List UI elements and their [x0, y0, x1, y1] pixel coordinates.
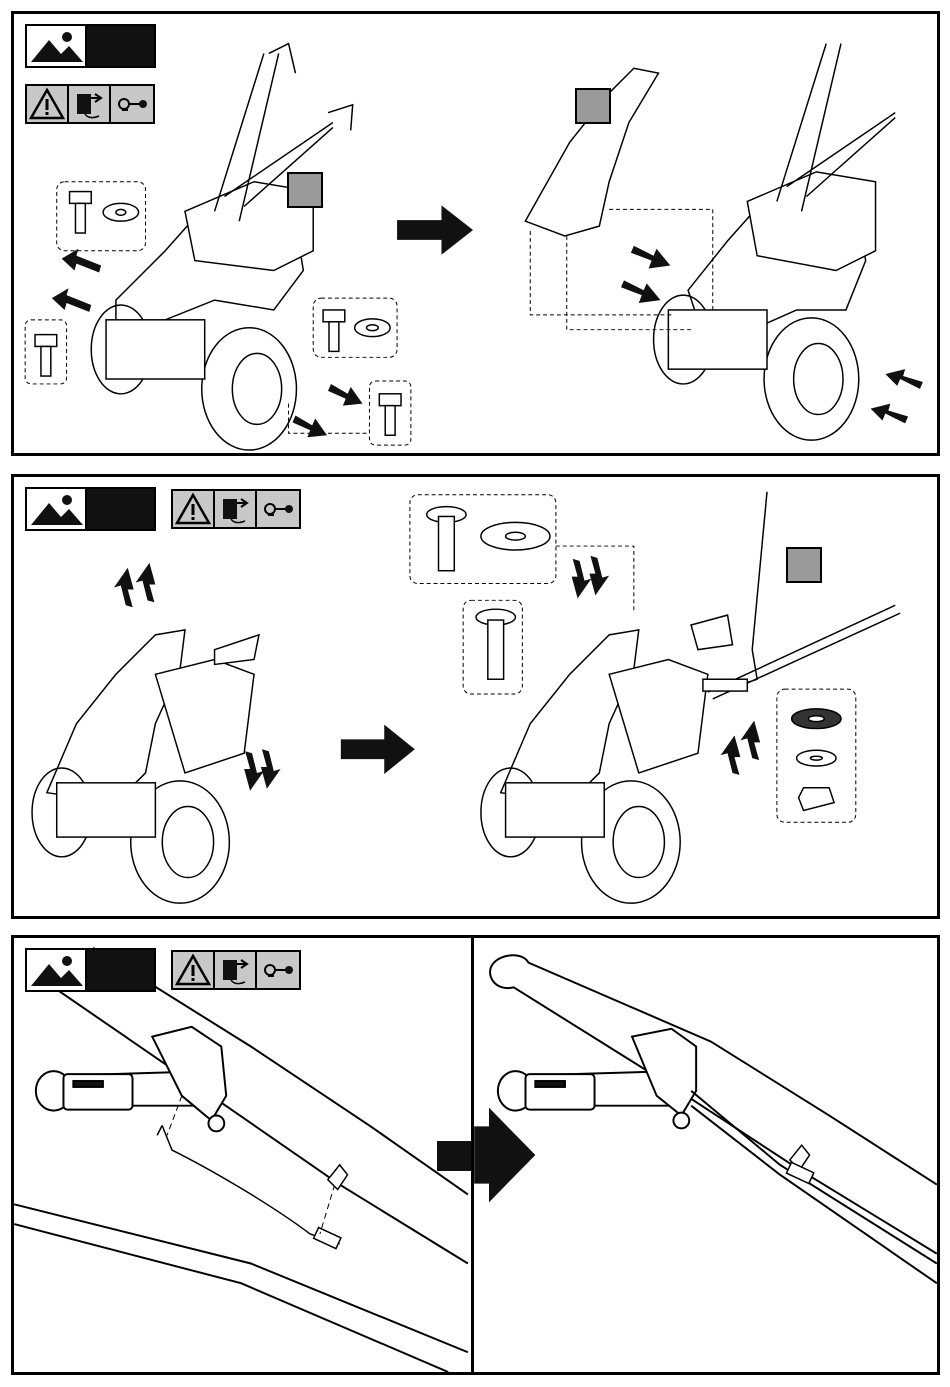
illustration-badge [25, 487, 156, 531]
warning-triangle-icon [173, 952, 215, 988]
cable-before-illustration [14, 938, 471, 1372]
step-1-panel [11, 11, 940, 456]
image-icon [27, 26, 87, 66]
callout-square [575, 88, 611, 124]
engine-off-icon [215, 952, 257, 988]
tiller-left-drawing [32, 630, 259, 903]
big-right-arrow-icon [397, 205, 473, 254]
handlebar-drawing [14, 948, 468, 1372]
engine-off-icon [69, 86, 111, 122]
illustration-badge [25, 24, 156, 68]
image-icon [27, 489, 87, 529]
handlebar-drawing [490, 955, 937, 1283]
step-2-illustration [14, 477, 937, 916]
big-right-arrow-icon [341, 725, 415, 774]
cable-clip-installed [786, 1145, 813, 1183]
cable-after-illustration [474, 938, 937, 1372]
step-3-after-panel [471, 935, 940, 1375]
callout-square [786, 547, 822, 583]
key-remove-icon [257, 952, 299, 988]
engine-off-icon [215, 491, 257, 527]
warning-strip [25, 84, 155, 124]
step-3-before-panel [11, 935, 474, 1375]
warning-triangle-icon [173, 491, 215, 527]
cable-drawing [157, 1125, 341, 1248]
warning-strip [171, 950, 301, 990]
grip-drawing [36, 1071, 133, 1110]
tiller-right-drawing [481, 492, 900, 903]
key-remove-icon [257, 491, 299, 527]
big-right-arrow-icon [474, 1108, 535, 1203]
callout-square [287, 172, 323, 208]
grip-drawing [498, 1071, 595, 1110]
warning-triangle-icon [27, 86, 69, 122]
key-remove-icon [111, 86, 153, 122]
cable-clip-drawing [328, 1165, 348, 1190]
step-2-panel [11, 474, 940, 919]
image-icon [27, 950, 87, 990]
step-1-illustration [14, 14, 937, 453]
warning-strip [171, 489, 301, 529]
big-right-arrow-icon [437, 1126, 474, 1186]
illustration-badge [25, 948, 156, 992]
